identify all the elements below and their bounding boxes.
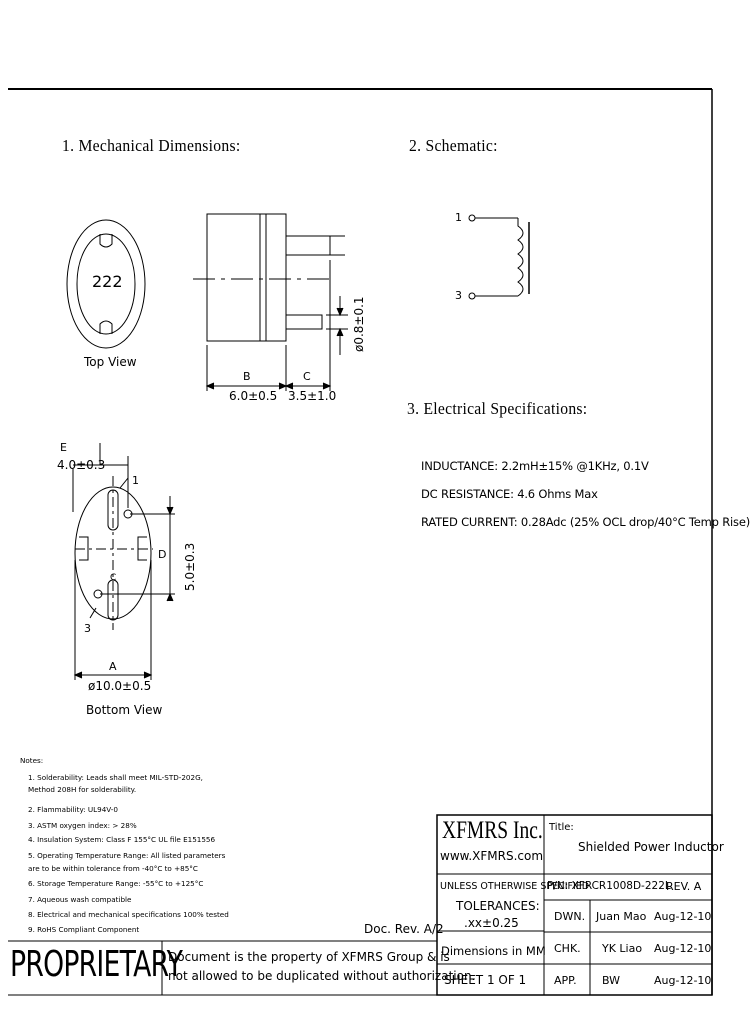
role-dwn: DWN.: [554, 910, 586, 923]
dim-e-value: 4.0±0.3: [57, 458, 106, 472]
role-app: APP.: [554, 974, 577, 987]
bottom-view-drawing: [72, 443, 175, 680]
dim-e-label: E: [60, 441, 67, 454]
note-line: 5. Operating Temperature Range: All list…: [28, 851, 226, 860]
role-chk: CHK.: [554, 942, 581, 955]
note-line: Method 208H for solderability.: [28, 785, 137, 794]
note-line: 7. Aqueous wash compatible: [28, 895, 132, 904]
proprietary-stamp: PROPRIETARY: [10, 944, 183, 985]
name-app: BW: [602, 974, 621, 987]
company-url: www.XFMRS.com: [440, 849, 544, 863]
schematic-drawing: [468, 214, 530, 300]
spec-inductance: INDUCTANCE: 2.2mH±15% @1KHz, 0.1V: [421, 459, 649, 473]
heading-schematic: 2. Schematic:: [409, 136, 498, 155]
drawing-canvas: [8, 88, 713, 996]
note-line: 3. ASTM oxygen index: > 28%: [28, 821, 137, 830]
lead-diameter: ø0.8±0.1: [352, 296, 366, 352]
title-value: Shielded Power Inductor: [578, 840, 724, 854]
schematic-pin-3: 3: [455, 289, 462, 302]
company-name: XFMRS Inc.: [442, 817, 543, 844]
name-dwn: Juan Mao: [596, 910, 647, 923]
dim-b-label: B: [243, 370, 251, 383]
note-line: 1. Solderability: Leads shall meet MIL-S…: [28, 773, 203, 782]
bottom-center-c: C: [110, 573, 117, 583]
spec-rated-current: RATED CURRENT: 0.28Adc (25% OCL drop/40°…: [421, 515, 750, 529]
dim-a-label: A: [109, 660, 117, 673]
notes-title: Notes:: [20, 756, 44, 765]
top-view-marking: 222: [92, 272, 123, 291]
date-app: Aug-12-10: [654, 974, 712, 987]
note-line: are to be within tolerance from -40°C to…: [28, 864, 198, 873]
title-label: Title:: [549, 822, 574, 833]
spec-dcr: DC RESISTANCE: 4.6 Ohms Max: [421, 487, 598, 501]
part-number: P/N: XFRCR1008D-222L: [547, 880, 671, 892]
dim-b-value: 6.0±0.5: [229, 389, 278, 403]
dim-c-label: C: [303, 370, 311, 383]
note-line: 4. Insulation System: Class F 155°C UL f…: [28, 835, 216, 844]
note-line: 9. RoHS Compliant Component: [28, 925, 140, 934]
date-dwn: Aug-12-10: [654, 910, 712, 923]
tolerances-value: .xx±0.25: [464, 916, 519, 930]
dimensions-unit: Dimensions in MM: [441, 944, 546, 958]
proprietary-line-1: Document is the property of XFMRS Group …: [168, 950, 450, 964]
dim-d-value: 5.0±0.3: [183, 542, 197, 591]
sheet-number: SHEET 1 OF 1: [444, 973, 527, 987]
bottom-pin-3: 3: [84, 622, 91, 635]
dim-a-value: ø10.0±0.5: [88, 679, 152, 693]
tolerances-label: TOLERANCES:: [456, 899, 540, 913]
top-view-label: Top View: [84, 355, 137, 369]
dim-d-label: D: [158, 548, 167, 561]
schematic-pin-1: 1: [455, 211, 462, 224]
heading-electrical: 3. Electrical Specifications:: [407, 399, 588, 418]
bottom-pin-1: 1: [132, 474, 139, 487]
doc-revision: Doc. Rev. A/2: [364, 922, 444, 936]
top-view-drawing: [66, 219, 146, 349]
name-chk: YK Liao: [602, 942, 643, 955]
dim-c-value: 3.5±1.0: [288, 389, 337, 403]
proprietary-line-2: not allowed to be duplicated without aut…: [168, 969, 476, 983]
side-view-drawing: [193, 213, 348, 391]
date-chk: Aug-12-10: [654, 942, 712, 955]
unless-specified: UNLESS OTHERWISE SPECIFIED: [440, 881, 590, 892]
revision: REV. A: [666, 880, 702, 893]
note-line: 2. Flammability: UL94V-0: [28, 805, 118, 814]
title-block-frame: [436, 814, 713, 996]
note-line: 6. Storage Temperature Range: -55°C to +…: [28, 879, 204, 888]
heading-mechanical: 1. Mechanical Dimensions:: [62, 136, 241, 155]
bottom-view-label: Bottom View: [86, 703, 163, 717]
note-line: 8. Electrical and mechanical specificati…: [28, 910, 229, 919]
